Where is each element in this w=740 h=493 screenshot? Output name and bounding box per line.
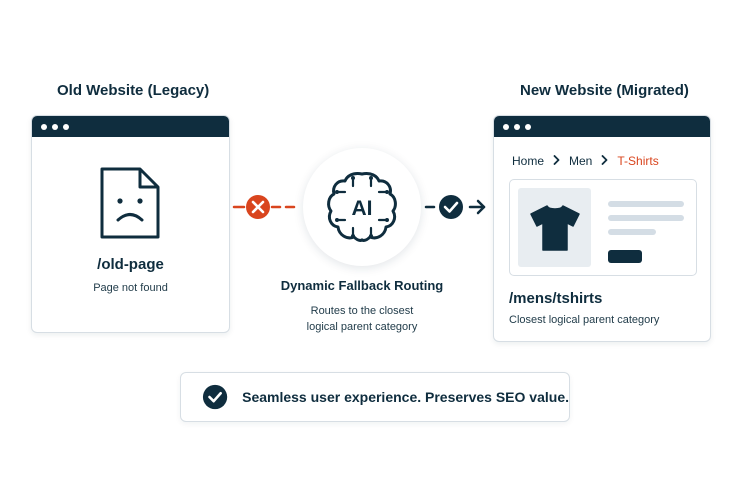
window-dot <box>41 123 47 130</box>
breadcrumb-tshirts[interactable]: T-Shirts <box>617 154 659 168</box>
window-titlebar <box>494 116 710 137</box>
sad-document-icon <box>100 167 160 239</box>
check-circle-icon <box>202 384 228 410</box>
ai-router-badge: AI <box>303 148 421 266</box>
breadcrumb: Home Men T-Shirts <box>512 154 659 168</box>
product-card[interactable] <box>509 179 697 276</box>
product-text-placeholder <box>608 201 684 207</box>
routing-description-line: logical parent category <box>306 321 418 333</box>
failed-connector <box>232 195 296 219</box>
new-site-window: Home Men T-Shirts /mens/tshirts Closest … <box>493 115 711 342</box>
new-page-url: /mens/tshirts <box>509 290 603 307</box>
old-site-heading: Old Website (Legacy) <box>57 82 210 99</box>
breadcrumb-men[interactable]: Men <box>569 154 593 168</box>
new-page-caption: Closest logical parent category <box>509 314 660 326</box>
window-dot <box>52 123 58 130</box>
window-dot <box>525 123 531 130</box>
chevron-right-icon <box>553 154 560 168</box>
old-site-window: /old-page Page not found <box>31 115 230 333</box>
routing-description-line: Routes to the closest <box>310 305 414 317</box>
old-page-url: /old-page <box>97 256 164 273</box>
product-thumbnail <box>518 188 591 267</box>
window-titlebar <box>32 116 229 137</box>
breadcrumb-home[interactable]: Home <box>512 154 545 168</box>
product-button[interactable] <box>608 250 642 263</box>
product-text-placeholder <box>608 215 684 221</box>
routing-description: Routes to the closest logical parent cat… <box>262 303 462 335</box>
chevron-right-icon <box>601 154 608 168</box>
window-dot <box>503 123 509 130</box>
page-not-found-text: Page not found <box>93 282 168 294</box>
window-dot <box>514 123 520 130</box>
ai-brain-icon: AI <box>327 172 397 242</box>
routing-title: Dynamic Fallback Routing <box>280 278 444 293</box>
product-text-placeholder <box>608 229 656 235</box>
tshirt-icon <box>529 204 580 251</box>
success-connector <box>424 195 486 219</box>
window-dot <box>63 123 69 130</box>
new-site-heading: New Website (Migrated) <box>520 82 689 99</box>
summary-text: Seamless user experience. Preserves SEO … <box>242 389 569 405</box>
summary-banner: Seamless user experience. Preserves SEO … <box>180 372 570 422</box>
ai-label: AI <box>352 197 373 220</box>
